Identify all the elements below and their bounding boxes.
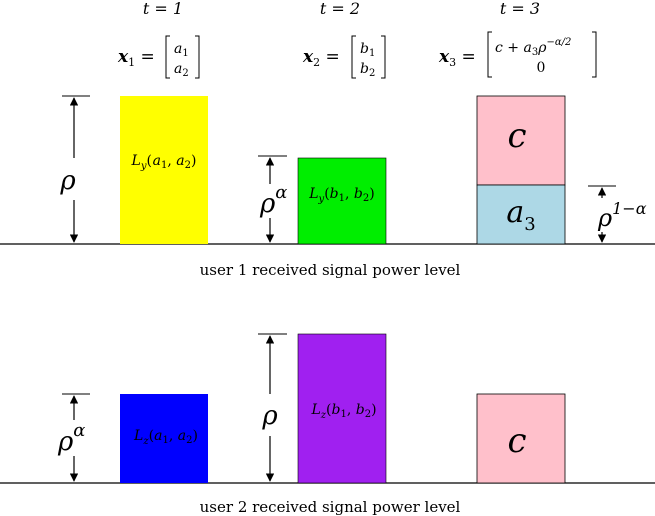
user1-bar-t1-label: Ly(1a1, a2) [131,153,197,172]
svg-text:b1: b1 [360,41,375,59]
svg-text:ρα: ρα [259,182,287,219]
time-label-1: t = 1 [143,0,183,18]
vector-x1: x1 = a1 a2 [117,35,200,79]
user1-rho-arrow: ρ [59,95,90,245]
svg-text:ρ: ρ [59,166,76,196]
user1-bar-t3-bottom-label: a3 [506,195,535,235]
user1-rho-alpha-arrow: ρα [258,155,287,245]
user1-rho-1-minus-alpha-arrow: ρ1−α [588,185,647,245]
vector-x3: x3 = c + a3ρ−α/2 0 [438,31,597,78]
svg-text:a1: a1 [174,41,189,59]
svg-text:ρ: ρ [261,401,278,431]
user2-rho-arrow: ρ [258,333,287,484]
svg-text:a2: a2 [174,61,189,79]
user2-bar-t3-label: c [507,421,526,461]
user1-bar-t3-bottom [476,184,566,245]
user1-bar-t3-top [476,95,566,186]
user2-bar-t3 [476,393,566,484]
svg-text:x3 =: x3 = [438,47,476,69]
svg-text:ρ1−α: ρ1−α [597,199,647,232]
user2-rho-alpha-arrow: ρα [57,393,90,484]
svg-text:b2: b2 [360,61,375,79]
user2-caption: user 2 received signal power level [200,498,461,516]
user1-bar-t1 [120,96,208,244]
user1-bar-t2 [297,157,387,245]
user2-bar-t2 [297,333,387,484]
svg-text:ρα: ρα [57,420,85,457]
vector-x2: x2 = b1 b2 [302,35,386,79]
svg-text:x1 =: x1 = [117,47,155,69]
user1-bar-t2-label: Ly(b1, b2) [308,186,374,205]
user2-bar-t2-label: Lz(b1, b2) [310,402,376,421]
time-label-2: t = 2 [320,0,360,18]
user1-caption: user 1 received signal power level [200,261,461,279]
time-label-3: t = 3 [500,0,540,18]
svg-text:c + a3ρ−α/2: c + a3ρ−α/2 [495,37,571,58]
svg-text:0: 0 [537,60,546,76]
user2-bar-t1 [120,394,208,483]
user2-bar-t1-label: Lz(a1, a2) [133,428,198,447]
user1-bar-t3-top-label: c [507,116,526,156]
svg-text:x2 =: x2 = [302,47,340,69]
